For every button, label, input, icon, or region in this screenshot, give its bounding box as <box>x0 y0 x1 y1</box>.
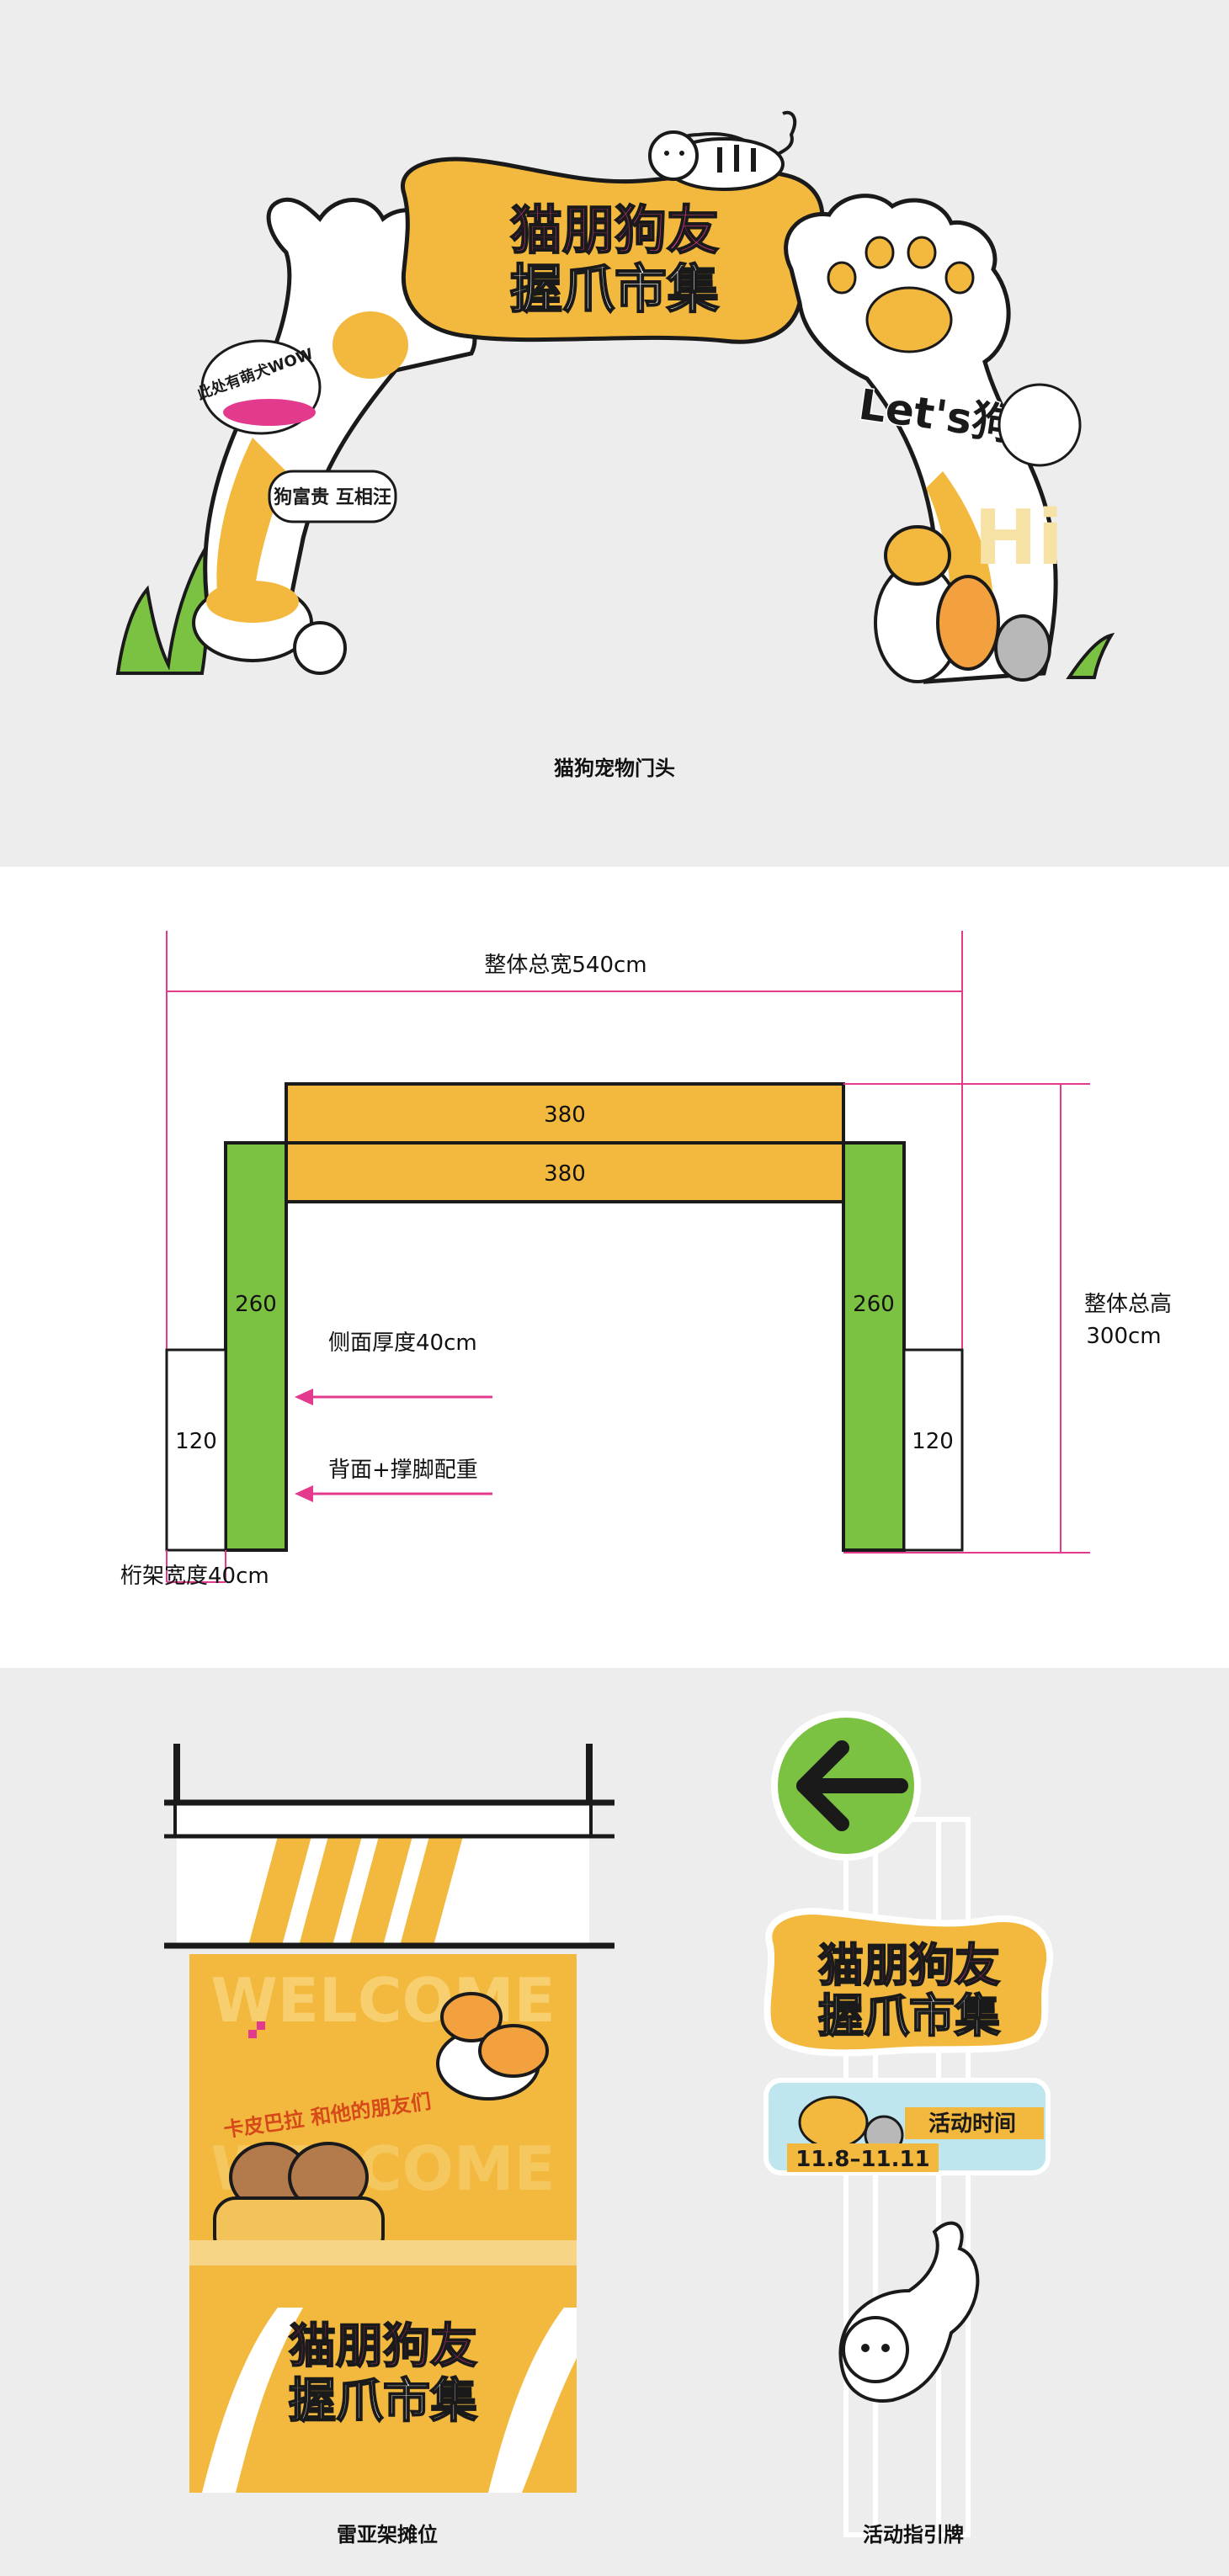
paw-pad-main <box>865 286 953 353</box>
beam-bottom <box>285 1141 845 1203</box>
booth-sign-panel: WELCOME WELCOME 卡皮巴拉 和他的朋友们 <box>0 1668 1229 2576</box>
arch-illustration-panel: 猫朋狗友 握爪市集 此处有萌犬WOW 狗富贵 互相汪 Let's狗 Hi <box>0 0 1229 867</box>
side-thickness-label: 侧面厚度40cm <box>328 1330 477 1356</box>
event-dates: 11.8–11.11 <box>795 2147 929 2172</box>
beam-top <box>285 1082 845 1145</box>
left-paw-spot <box>333 311 408 379</box>
capybara-car-illustration <box>213 2142 385 2259</box>
base-left-label: 120 <box>175 1429 217 1454</box>
total-height-label-2: 300cm <box>1086 1324 1161 1349</box>
booth-sign-illustration: WELCOME WELCOME 卡皮巴拉 和他的朋友们 <box>164 1711 1054 2537</box>
sticker-wang-text: 狗富贵 互相汪 <box>274 486 391 508</box>
event-label: 活动时间 <box>928 2111 1016 2137</box>
hi-text: Hi <box>974 494 1063 582</box>
poodle-badge <box>998 383 1082 467</box>
beam-top-label: 380 <box>544 1102 586 1128</box>
total-width-label: 整体总宽540cm <box>484 953 646 978</box>
cat-line-drawing <box>838 2221 980 2403</box>
arch-caption: 猫狗宠物门头 <box>554 757 675 780</box>
sticker-wang: 狗富贵 互相汪 <box>268 470 397 523</box>
dimension-diagram: 整体总宽540cm 380 380 260 260 120 120 侧面厚度40… <box>120 931 1172 1589</box>
paw-toe-1 <box>827 261 857 295</box>
paw-toe-2 <box>865 236 895 269</box>
direction-sign: 猫朋狗友 握爪市集 活动时间 11.8–11.11 <box>763 1711 1054 2537</box>
cat-on-top-illustration <box>648 110 797 191</box>
booth-caption: 雷亚架摊位 <box>337 2523 438 2547</box>
corgi-cat-illustration <box>436 1992 549 2101</box>
left-arrow-icon <box>796 1740 908 1831</box>
truss-width-label: 桁架宽度40cm <box>120 1564 269 1589</box>
arch-illustration: 猫朋狗友 握爪市集 此处有萌犬WOW 狗富贵 互相汪 Let's狗 Hi <box>115 110 1115 684</box>
sign-title-line2: 握爪市集 <box>818 1989 1000 2042</box>
base-left <box>165 1348 227 1552</box>
booth-title-line1: 猫朋狗友 <box>289 2319 477 2374</box>
sticker-woof: 此处有萌犬WOW <box>194 339 322 435</box>
dimension-diagram-panel: 整体总宽540cm 380 380 260 260 120 120 侧面厚度40… <box>0 867 1229 1668</box>
pillar-right-label: 260 <box>853 1292 895 1317</box>
total-height-label-1: 整体总高 <box>1084 1292 1172 1317</box>
pillar-left-label: 260 <box>235 1292 277 1317</box>
pillar-right <box>842 1141 906 1552</box>
base-right-label: 120 <box>912 1429 954 1454</box>
beam-bottom-label: 380 <box>544 1161 586 1187</box>
arch-title-line1: 猫朋狗友 <box>510 199 719 261</box>
dogs-cat-illustration <box>874 525 1051 683</box>
paw-toe-3 <box>907 236 937 269</box>
grass-right <box>1066 632 1115 679</box>
base-right <box>902 1348 964 1552</box>
sign-caption: 活动指引牌 <box>863 2523 964 2547</box>
paw-toe-4 <box>944 261 975 295</box>
left-leg-yellow <box>216 438 286 623</box>
back-weight-label: 背面+撑脚配重 <box>328 1458 478 1483</box>
sign-title-line1: 猫朋狗友 <box>818 1939 1000 1992</box>
lying-cat-illustration <box>192 581 347 675</box>
arch-title-line2: 握爪市集 <box>510 258 719 320</box>
sign-title-bean <box>763 1908 1054 2057</box>
pillar-left <box>224 1141 288 1552</box>
booth-title-line2: 握爪市集 <box>289 2374 477 2429</box>
grass-left <box>115 541 210 675</box>
booth: WELCOME WELCOME 卡皮巴拉 和他的朋友们 <box>164 1744 614 2493</box>
